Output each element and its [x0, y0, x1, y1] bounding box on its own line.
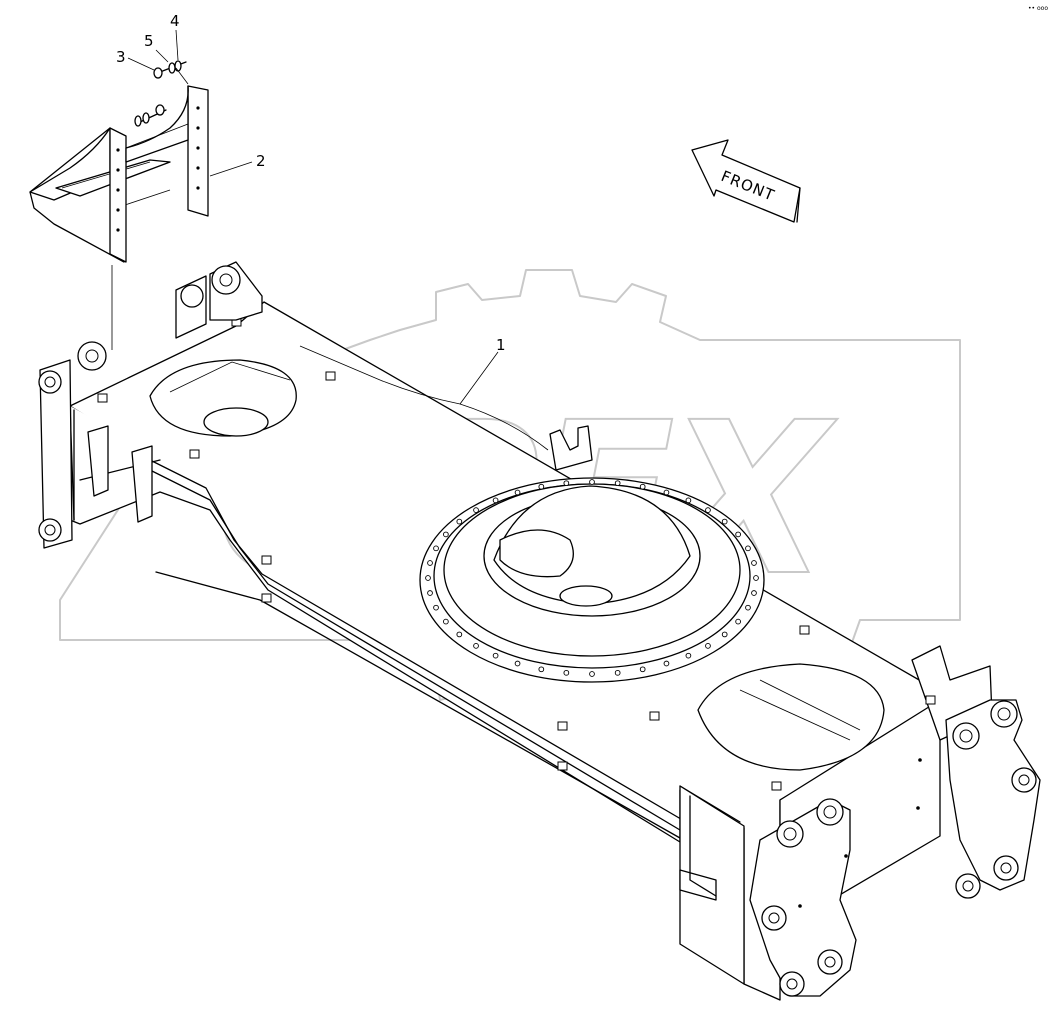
- callouts: 1 2 3 4 5: [116, 12, 506, 354]
- ring-bolt-hole: [473, 643, 479, 649]
- ring-bolt-hole: [514, 489, 521, 496]
- callout-4: 4: [170, 12, 180, 30]
- main-frame-part: [38, 261, 1041, 1001]
- ring-bolt-hole: [456, 518, 463, 525]
- ring-bolt-hole: [685, 652, 692, 659]
- ring-bolt-hole: [745, 604, 751, 611]
- ring-bolt-hole: [425, 575, 431, 581]
- ring-bolt-hole: [514, 660, 521, 667]
- callout-1: 1: [496, 336, 506, 354]
- ring-bolt-hole: [639, 483, 646, 490]
- ring-bolt-hole: [538, 483, 545, 490]
- ring-bolt-hole: [663, 660, 670, 667]
- ring-bolt-hole: [433, 604, 439, 611]
- callout-2: 2: [256, 152, 266, 170]
- ring-bolt-hole: [492, 652, 499, 659]
- ring-bolt-hole: [639, 666, 646, 673]
- ring-bolt-hole: [427, 560, 433, 566]
- ring-bolt-hole: [745, 545, 751, 552]
- ring-bolt-hole: [705, 507, 711, 513]
- bracket-part: [29, 85, 209, 350]
- slewing-ring: [419, 425, 765, 683]
- ring-bolt-hole: [589, 671, 595, 677]
- ring-bolt-hole: [589, 479, 595, 485]
- ring-bolt-hole: [443, 531, 449, 538]
- ring-bolt-hole: [456, 631, 463, 638]
- ring-bolt-hole: [473, 507, 479, 513]
- callout-5: 5: [144, 32, 154, 50]
- ring-bolt-hole: [721, 631, 728, 638]
- corner-mark: •• ooo: [1028, 5, 1048, 12]
- ring-bolt-hole: [538, 666, 545, 673]
- ring-bolt-hole: [563, 480, 570, 487]
- ring-bolt-hole: [614, 669, 621, 676]
- ring-bolt-hole: [735, 618, 741, 625]
- ring-bolt-hole: [753, 575, 759, 581]
- ring-bolt-hole: [427, 590, 433, 596]
- ring-bolt-hole: [751, 560, 757, 566]
- ring-bolt-hole: [492, 497, 499, 504]
- ring-bolt-hole: [751, 590, 757, 596]
- bolt-washer-set: [134, 60, 189, 127]
- ring-bolt-hole: [735, 531, 741, 538]
- ring-bolt-hole: [433, 545, 439, 552]
- ring-bolt-hole: [685, 497, 692, 504]
- ring-bolt-hole: [663, 489, 670, 496]
- ring-bolt-hole: [614, 480, 621, 487]
- ring-bolt-hole: [705, 643, 711, 649]
- front-direction-arrow: FRONT: [691, 139, 801, 223]
- ring-bolt-hole: [563, 669, 570, 676]
- callout-3: 3: [116, 48, 126, 66]
- ring-bolt-hole: [443, 618, 449, 625]
- ring-bolt-hole: [721, 518, 728, 525]
